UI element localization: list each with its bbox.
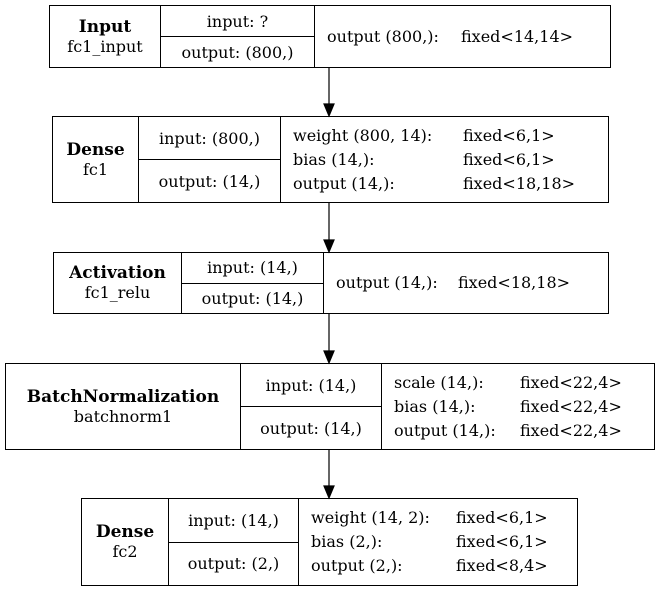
layer-title-cell: BatchNormalization batchnorm1 (6, 364, 241, 449)
precision-row: bias (14,): fixed<22,4> (394, 395, 622, 419)
layer-io-cell: input: (800,) output: (14,) (139, 117, 281, 202)
precision-label: output (800,): (327, 26, 439, 46)
layer-node-fc1: Dense fc1 input: (800,) output: (14,) we… (52, 116, 609, 203)
layer-precision-cell: weight (14, 2): fixed<6,1> bias (2,): fi… (299, 499, 577, 585)
precision-row: weight (800, 14): fixed<6,1> (293, 124, 555, 148)
layer-precision-cell: output (800,): fixed<14,14> (315, 6, 610, 67)
precision-label: output (2,): (311, 556, 403, 575)
precision-row: output (14,): fixed<18,18> (293, 172, 575, 196)
layer-name: fc1_relu (84, 283, 151, 302)
layer-type: Input (78, 16, 132, 37)
precision-row: weight (14, 2): fixed<6,1> (311, 506, 548, 530)
layer-io-cell: input: (14,) output: (14,) (182, 253, 324, 313)
layer-node-fc1-relu: Activation fc1_relu input: (14,) output:… (53, 252, 609, 314)
layer-name: fc2 (112, 542, 138, 561)
precision-label: bias (2,): (311, 532, 383, 551)
precision-label: output (14,): (394, 420, 496, 440)
layer-output-shape: output: (800,) (181, 42, 294, 62)
layer-output-shape: output: (14,) (201, 288, 304, 308)
precision-row: output (14,): fixed<22,4> (394, 419, 622, 443)
precision-label: scale (14,): (394, 372, 484, 392)
precision-value: fixed<18,18> (458, 273, 571, 292)
layer-title-cell: Input fc1_input (50, 6, 161, 67)
layer-node-fc1-input: Input fc1_input input: ? output: (800,) … (49, 5, 611, 68)
layer-output-shape: output: (2,) (187, 554, 280, 574)
layer-output-shape: output: (14,) (260, 418, 362, 438)
layer-precision-cell: scale (14,): fixed<22,4> bias (14,): fix… (382, 364, 654, 449)
arrowhead-icon (323, 485, 335, 500)
precision-value: fixed<14,14> (461, 26, 574, 46)
precision-value: fixed<6,1> (463, 125, 555, 145)
precision-value: fixed<22,4> (520, 396, 622, 416)
precision-row: output (2,): fixed<8,4> (311, 554, 548, 578)
layer-io-cell: input: (14,) output: (2,) (169, 499, 299, 585)
arrowhead-icon (323, 239, 335, 254)
layer-io-cell: input: ? output: (800,) (161, 6, 315, 67)
layer-precision-cell: weight (800, 14): fixed<6,1> bias (14,):… (281, 117, 608, 202)
layer-node-fc2: Dense fc2 input: (14,) output: (2,) weig… (81, 498, 578, 586)
precision-label: output (14,): (336, 273, 438, 292)
layer-type: Activation (69, 263, 166, 283)
layer-input-shape: input: (14,) (182, 253, 323, 284)
layer-input-shape: input: (14,) (241, 364, 381, 407)
layer-type: Dense (66, 139, 125, 160)
precision-value: fixed<6,1> (456, 508, 548, 527)
layer-type: BatchNormalization (26, 386, 220, 407)
layer-name: batchnorm1 (73, 406, 173, 426)
precision-row: bias (14,): fixed<6,1> (293, 148, 555, 172)
precision-value: fixed<22,4> (520, 372, 622, 392)
precision-label: weight (800, 14): (293, 125, 433, 145)
precision-value: fixed<8,4> (456, 556, 548, 575)
layer-output-shape: output: (14,) (158, 171, 261, 191)
precision-row: output (14,): fixed<18,18> (336, 271, 570, 295)
layer-input-shape: input: (14,) (169, 499, 298, 543)
layer-type: Dense (95, 522, 155, 542)
layer-input-shape: input: ? (161, 6, 314, 37)
precision-value: fixed<18,18> (463, 173, 576, 193)
precision-value: fixed<6,1> (463, 149, 555, 169)
layer-title-cell: Dense fc2 (82, 499, 169, 585)
precision-label: bias (14,): (394, 396, 476, 416)
layer-title-cell: Dense fc1 (53, 117, 139, 202)
layer-precision-cell: output (14,): fixed<18,18> (324, 253, 608, 313)
precision-label: output (14,): (293, 173, 395, 193)
layer-io-cell: input: (14,) output: (14,) (241, 364, 382, 449)
layer-name: fc1 (82, 159, 109, 179)
precision-row: scale (14,): fixed<22,4> (394, 371, 622, 395)
precision-label: weight (14, 2): (311, 508, 430, 527)
arrowhead-icon (323, 350, 335, 365)
layer-title-cell: Activation fc1_relu (54, 253, 182, 313)
layer-name: fc1_input (67, 36, 143, 56)
precision-label: bias (14,): (293, 149, 375, 169)
precision-value: fixed<22,4> (520, 420, 622, 440)
layer-input-shape: input: (800,) (139, 117, 280, 160)
precision-row: bias (2,): fixed<6,1> (311, 530, 548, 554)
precision-row: output (800,): fixed<14,14> (327, 25, 573, 49)
precision-value: fixed<6,1> (456, 532, 548, 551)
layer-node-batchnorm1: BatchNormalization batchnorm1 input: (14… (5, 363, 655, 450)
arrowhead-icon (323, 103, 335, 118)
